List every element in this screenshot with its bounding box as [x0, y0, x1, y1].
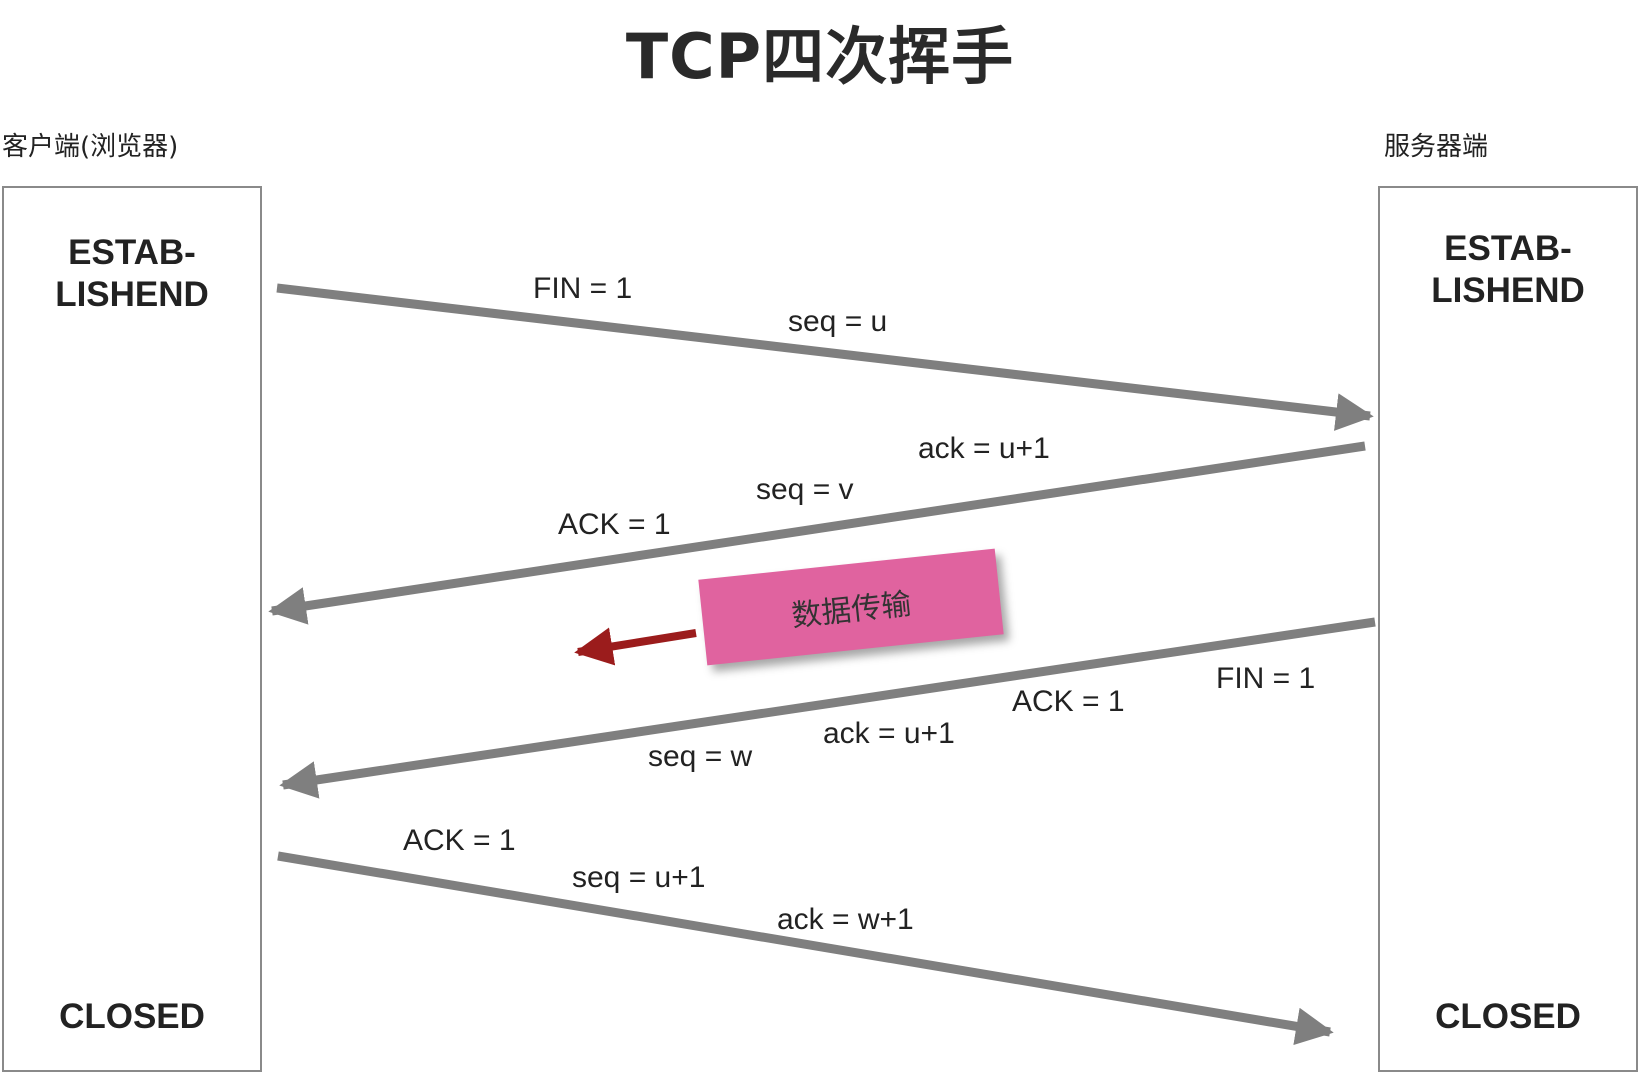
arrow-fin-server-to-client — [279, 617, 1376, 799]
data-transfer-label: 数据传输 — [789, 586, 913, 635]
m2-ack-num-label: ack = u+1 — [918, 432, 1050, 465]
m4-ack-flag-label: ACK = 1 — [403, 824, 516, 857]
server-state-established-line1: ESTAB- — [1444, 229, 1572, 268]
arrow-ack-client-to-server — [277, 851, 1334, 1046]
m4-seq-label: seq = u+1 — [572, 861, 706, 894]
m4-ack-num-label: ack = w+1 — [777, 903, 914, 936]
m1-fin-label: FIN = 1 — [533, 272, 633, 305]
diagram-title: TCP四次挥手 — [625, 20, 1015, 93]
m3-ack-flag-label: ACK = 1 — [1012, 685, 1125, 718]
server-state-established-line2: LISHEND — [1431, 271, 1585, 310]
m2-ack-flag-label: ACK = 1 — [558, 508, 671, 541]
m3-ack-num-label: ack = u+1 — [823, 717, 955, 750]
arrow-fin-client-to-server — [276, 283, 1374, 431]
m1-seq-label: seq = u — [788, 305, 888, 338]
client-state-established: ESTAB- LISHEND — [4, 232, 260, 316]
server-lifeline-box: ESTAB- LISHEND CLOSED — [1378, 186, 1638, 1072]
server-state-closed: CLOSED — [1435, 997, 1581, 1036]
arrow-data-transfer — [574, 627, 697, 666]
client-state-closed: CLOSED — [59, 997, 205, 1036]
client-state-established-line2: LISHEND — [55, 275, 209, 314]
client-lifeline-box: ESTAB- LISHEND CLOSED — [2, 186, 262, 1072]
m3-fin-label: FIN = 1 — [1216, 662, 1316, 695]
client-label: 客户端(浏览器) — [2, 132, 179, 162]
client-state-established-line1: ESTAB- — [68, 233, 196, 272]
m2-seq-label: seq = v — [756, 473, 854, 506]
arrow-ack-server-to-client — [268, 441, 1366, 625]
server-label: 服务器端 — [1384, 132, 1489, 162]
m3-seq-label: seq = w — [648, 740, 753, 773]
server-state-established: ESTAB- LISHEND — [1380, 228, 1636, 312]
